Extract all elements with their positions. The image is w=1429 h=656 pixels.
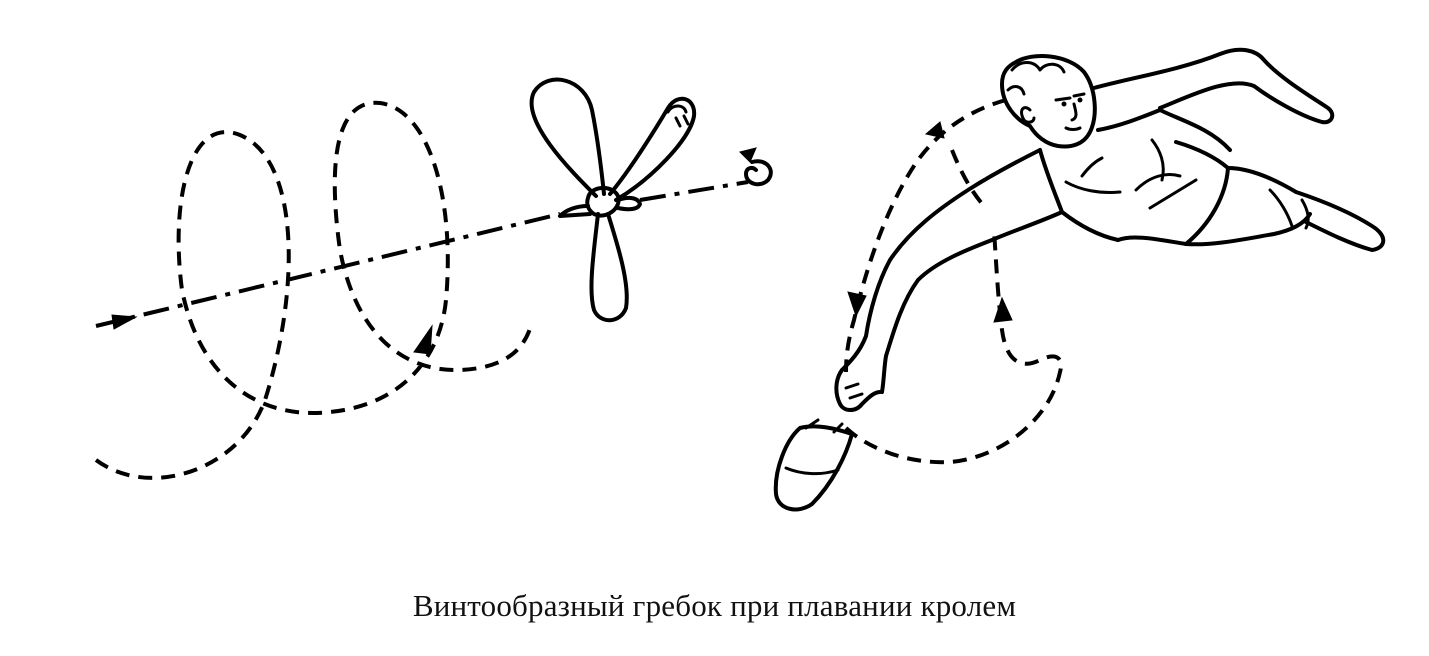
hand-path-arrow-icon-3 — [994, 298, 1012, 322]
hand-path — [846, 100, 1006, 372]
axis-line-right — [640, 182, 748, 200]
propeller-icon — [532, 80, 695, 321]
hand-path-arrow-icon-2 — [848, 292, 866, 316]
helix-path — [96, 103, 532, 478]
swimmer-arm-stroke — [776, 50, 1383, 510]
figure-caption: Винтообразный гребок при плавании кролем — [0, 588, 1429, 624]
helix-arrow-icon — [414, 326, 432, 354]
stroke-diagram — [0, 0, 1429, 560]
hand-paddle-icon — [776, 420, 852, 509]
axis-arrow-icon — [112, 315, 136, 329]
rotation-arrow-icon — [740, 148, 771, 184]
axis-line — [96, 214, 560, 326]
swimmer-icon — [836, 50, 1383, 410]
hand-path-lower — [846, 230, 1061, 462]
hand-path-arrow-icon-1 — [926, 122, 944, 138]
propeller-trajectory — [96, 80, 771, 478]
